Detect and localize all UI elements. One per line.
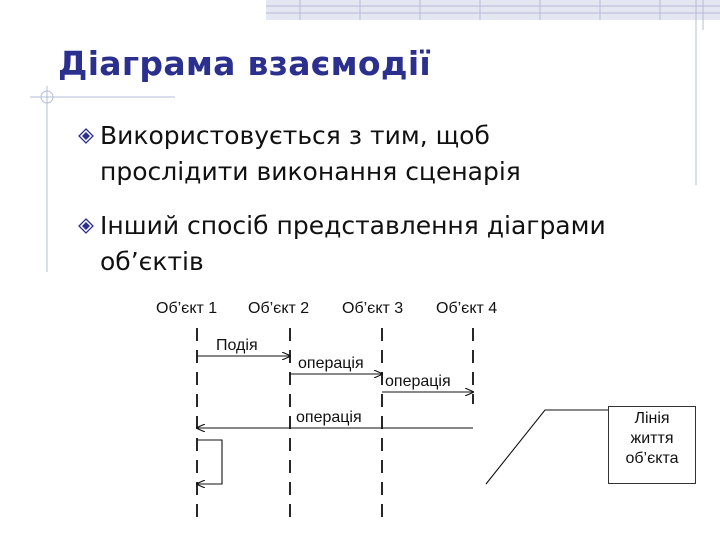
- message-label: Подія: [216, 337, 258, 354]
- bullet-list: Використовується з тим, щоб прослідити в…: [72, 118, 692, 280]
- object-label: Об’єкт 1: [156, 300, 218, 317]
- message-label: операція: [385, 373, 451, 390]
- bullet-line: Використовується з тим, щоб: [100, 121, 490, 150]
- note-connector: [485, 409, 608, 485]
- object-label: Об’єкт 4: [436, 300, 498, 317]
- bullet-line: об’єктів: [100, 247, 204, 276]
- diamond-bullet-icon: [78, 128, 94, 144]
- message-label: операція: [296, 409, 362, 426]
- bullet-line: прослідити виконання сценарія: [100, 157, 521, 186]
- note-line: об’єкта: [625, 450, 679, 467]
- slide-title: Діаграма взаємодії: [58, 44, 432, 83]
- bullet-line: Інший спосіб представлення діаграми: [100, 211, 606, 240]
- self-call-arrow: [197, 439, 223, 484]
- bullet-item: Інший спосіб представлення діаграми об’є…: [72, 208, 692, 280]
- object-label: Об’єкт 3: [342, 300, 404, 317]
- note-line: Лінія: [634, 410, 670, 427]
- bullet-item: Використовується з тим, щоб прослідити в…: [72, 118, 692, 190]
- message-label: операція: [298, 355, 364, 372]
- diamond-bullet-icon: [78, 218, 94, 234]
- lifeline-note: Лінія життя об’єкта: [608, 406, 696, 484]
- note-line: життя: [630, 430, 674, 447]
- object-label: Об’єкт 2: [248, 300, 310, 317]
